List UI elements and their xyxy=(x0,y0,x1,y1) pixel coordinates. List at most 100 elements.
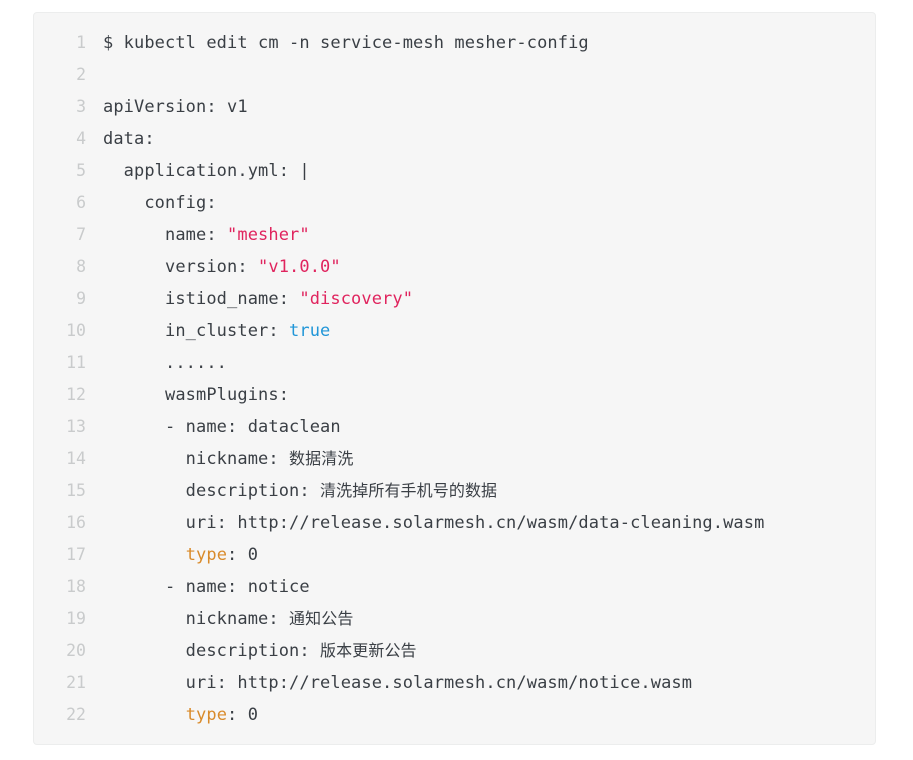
code-line-text: nickname: 通知公告 xyxy=(103,603,875,635)
line-number: 15 xyxy=(66,481,86,500)
line-number: 6 xyxy=(76,193,86,212)
code-token xyxy=(103,545,186,565)
line-number: 13 xyxy=(66,417,86,436)
code-line: 8 version: "v1.0.0" xyxy=(34,251,875,283)
line-number: 18 xyxy=(66,577,86,596)
line-number: 7 xyxy=(76,225,86,244)
code-line: 4 data: xyxy=(34,123,875,155)
code-token: : 0 xyxy=(227,545,259,565)
code-line-text: - name: notice xyxy=(103,571,875,603)
code-token: description: xyxy=(103,641,321,661)
code-line-text: istiod_name: "discovery" xyxy=(103,283,875,315)
code-line-text: nickname: 数据清洗 xyxy=(103,443,875,475)
code-line-text: description: 版本更新公告 xyxy=(103,635,875,667)
line-number: 2 xyxy=(76,65,86,84)
code-token: : 0 xyxy=(227,705,259,725)
code-lines-container: 1 $ kubectl edit cm -n service-mesh meshe… xyxy=(34,13,875,731)
line-number: 3 xyxy=(76,97,86,116)
code-line: 16 uri: http://release.solarmesh.cn/wasm… xyxy=(34,507,875,539)
code-line: 1 $ kubectl edit cm -n service-mesh meshe… xyxy=(34,27,875,59)
code-token: type xyxy=(185,545,228,565)
code-line-text: type: 0 xyxy=(103,539,875,571)
code-line: 22 type: 0 xyxy=(34,699,875,731)
code-line: 19 nickname: 通知公告 xyxy=(34,603,875,635)
code-line-text: apiVersion: v1 xyxy=(103,91,875,123)
code-token: uri: http://release.solarmesh.cn/wasm/no… xyxy=(103,673,693,693)
code-token: "v1.0.0" xyxy=(258,257,341,277)
code-token: 版本更新公告 xyxy=(320,641,417,660)
code-token: apiVersion: v1 xyxy=(103,97,248,117)
code-token: name: xyxy=(103,225,228,245)
code-token xyxy=(103,705,186,725)
code-token: "mesher" xyxy=(227,225,310,245)
code-line-text: in_cluster: true xyxy=(103,315,875,347)
code-line: 7 name: "mesher" xyxy=(34,219,875,251)
line-number: 21 xyxy=(66,673,86,692)
code-token: application.yml: | xyxy=(103,161,310,181)
code-line-text: - name: dataclean xyxy=(103,411,875,443)
line-number: 1 xyxy=(76,33,86,52)
code-line: 11 ...... xyxy=(34,347,875,379)
code-line: 5 application.yml: | xyxy=(34,155,875,187)
line-number: 14 xyxy=(66,449,86,468)
code-line-text: ...... xyxy=(103,347,875,379)
code-line: 3 apiVersion: v1 xyxy=(34,91,875,123)
code-token: "discovery" xyxy=(299,289,414,309)
code-line: 2 xyxy=(34,59,875,91)
code-line-text: version: "v1.0.0" xyxy=(103,251,875,283)
code-line-text: description: 清洗掉所有手机号的数据 xyxy=(103,475,875,507)
line-number: 22 xyxy=(66,705,86,724)
code-block-panel[interactable]: 1 $ kubectl edit cm -n service-mesh meshe… xyxy=(33,12,876,745)
code-line: 21 uri: http://release.solarmesh.cn/wasm… xyxy=(34,667,875,699)
code-token: config: xyxy=(103,193,217,213)
line-number: 16 xyxy=(66,513,86,532)
line-number: 20 xyxy=(66,641,86,660)
line-number: 9 xyxy=(76,289,86,308)
code-line: 17 type: 0 xyxy=(34,539,875,571)
code-line: 14 nickname: 数据清洗 xyxy=(34,443,875,475)
code-token: nickname: xyxy=(103,609,290,629)
code-line-text: uri: http://release.solarmesh.cn/wasm/da… xyxy=(103,507,875,539)
line-number: 4 xyxy=(76,129,86,148)
code-token: $ kubectl edit cm -n service-mesh mesher… xyxy=(103,33,589,53)
code-line-text: wasmPlugins: xyxy=(103,379,875,411)
code-line: 10 in_cluster: true xyxy=(34,315,875,347)
line-number: 19 xyxy=(66,609,86,628)
code-token: 数据清洗 xyxy=(289,449,354,468)
code-line: 20 description: 版本更新公告 xyxy=(34,635,875,667)
code-token: nickname: xyxy=(103,449,290,469)
code-line: 15 description: 清洗掉所有手机号的数据 xyxy=(34,475,875,507)
code-token: 通知公告 xyxy=(289,609,354,628)
code-token: 清洗掉所有手机号的数据 xyxy=(320,481,498,500)
line-number: 12 xyxy=(66,385,86,404)
line-number: 5 xyxy=(76,161,86,180)
code-token: istiod_name: xyxy=(103,289,300,309)
line-number: 10 xyxy=(66,321,86,340)
code-line-text: $ kubectl edit cm -n service-mesh mesher… xyxy=(103,27,875,59)
code-token: description: xyxy=(103,481,321,501)
code-token: in_cluster: xyxy=(103,321,290,341)
line-number: 17 xyxy=(66,545,86,564)
code-line-text: config: xyxy=(103,187,875,219)
code-line: 13 - name: dataclean xyxy=(34,411,875,443)
line-number: 8 xyxy=(76,257,86,276)
code-line-text: data: xyxy=(103,123,875,155)
code-token: ...... xyxy=(103,353,228,373)
code-token: version: xyxy=(103,257,259,277)
code-line: 12 wasmPlugins: xyxy=(34,379,875,411)
code-token: - name: notice xyxy=(103,577,310,597)
code-line-text: application.yml: | xyxy=(103,155,875,187)
code-token: uri: http://release.solarmesh.cn/wasm/da… xyxy=(103,513,765,533)
code-line: 6 config: xyxy=(34,187,875,219)
code-line: 9 istiod_name: "discovery" xyxy=(34,283,875,315)
code-token: data: xyxy=(103,129,155,149)
code-token: - name: dataclean xyxy=(103,417,341,437)
code-token: type xyxy=(185,705,228,725)
code-line: 18 - name: notice xyxy=(34,571,875,603)
code-line-text: type: 0 xyxy=(103,699,875,731)
code-line-text: uri: http://release.solarmesh.cn/wasm/no… xyxy=(103,667,875,699)
code-token: wasmPlugins: xyxy=(103,385,290,405)
line-number: 11 xyxy=(66,353,86,372)
code-token: true xyxy=(289,321,331,341)
code-line-text: name: "mesher" xyxy=(103,219,875,251)
